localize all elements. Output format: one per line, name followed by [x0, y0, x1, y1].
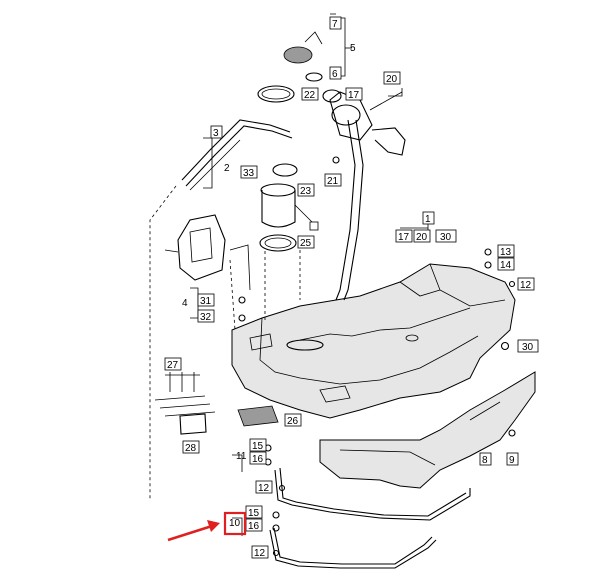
lock-ring [259, 234, 297, 252]
svg-text:12: 12 [520, 280, 532, 291]
svg-text:16: 16 [248, 521, 260, 532]
callout-label-12-mid: 12 [255, 480, 273, 494]
svg-text:22: 22 [304, 90, 316, 101]
callout-label-20-group: 20 [413, 229, 431, 243]
svg-text:16: 16 [252, 454, 264, 465]
svg-text:26: 26 [287, 416, 299, 427]
callout-label-4: 4 [182, 298, 188, 309]
svg-text:9: 9 [509, 455, 515, 466]
svg-text:14: 14 [500, 260, 512, 271]
filler-cap-assembly [283, 31, 342, 103]
svg-text:32: 32 [200, 312, 212, 323]
fuel-tank [231, 263, 516, 419]
callout-label-22: 22 [301, 87, 319, 101]
svg-text:7: 7 [332, 19, 338, 30]
callout-label-16-lower: 16 [245, 518, 263, 532]
svg-text:5: 5 [350, 43, 356, 54]
red-arrow-icon [167, 520, 220, 542]
callout-label-17-top: 17 [345, 87, 363, 101]
callout-label-14: 14 [497, 257, 515, 271]
callout-label-12-right: 12 [517, 277, 535, 291]
svg-text:30: 30 [440, 232, 452, 243]
svg-text:12: 12 [254, 548, 266, 559]
fuel-pump-unit [260, 163, 319, 231]
clip-part-28 [179, 413, 207, 435]
svg-text:17: 17 [348, 90, 360, 101]
fuel-lines [181, 119, 293, 191]
callout-label-3: 3 [210, 125, 223, 139]
svg-text:12: 12 [258, 483, 270, 494]
callout-label-6: 6 [329, 66, 342, 80]
callout-label-15-lower: 15 [245, 505, 263, 519]
callout-label-25: 25 [297, 235, 315, 249]
callout-label-12-bottom: 12 [251, 545, 269, 559]
svg-text:27: 27 [167, 360, 179, 371]
callout-label-30-right: 30 [517, 339, 539, 353]
control-module-bracket [164, 214, 251, 291]
callout-label-8: 8 [479, 452, 492, 466]
svg-text:21: 21 [327, 176, 339, 187]
callout-label-5: 5 [350, 43, 356, 54]
callout-label-31: 31 [197, 293, 215, 307]
svg-text:30: 30 [522, 342, 534, 353]
svg-text:20: 20 [386, 74, 398, 85]
callout-label-17-group: 17 [395, 229, 413, 243]
callout-label-2: 2 [224, 163, 230, 174]
callout-label-10-highlighted: 10 [229, 518, 241, 529]
callout-label-27: 27 [164, 357, 182, 371]
svg-text:31: 31 [200, 296, 212, 307]
callout-label-7: 7 [329, 16, 342, 30]
callout-label-9: 9 [506, 452, 519, 466]
svg-text:15: 15 [248, 508, 260, 519]
svg-text:2: 2 [224, 163, 230, 174]
callout-label-11: 11 [236, 451, 247, 462]
svg-text:20: 20 [416, 232, 428, 243]
svg-text:17: 17 [398, 232, 410, 243]
heat-shield [319, 371, 536, 489]
svg-text:3: 3 [213, 128, 219, 139]
svg-text:1: 1 [425, 214, 431, 225]
svg-text:25: 25 [300, 238, 312, 249]
filler-pipe [329, 91, 406, 301]
svg-text:28: 28 [185, 443, 197, 454]
svg-text:15: 15 [252, 441, 264, 452]
connector-part-26 [237, 405, 279, 427]
callout-label-20-top: 20 [383, 71, 401, 85]
callout-label-32: 32 [197, 309, 215, 323]
highlight-box [223, 511, 247, 536]
svg-text:4: 4 [182, 298, 188, 309]
callout-label-30-group: 30 [435, 229, 457, 243]
svg-text:23: 23 [300, 186, 312, 197]
callout-label-1: 1 [422, 211, 435, 225]
callout-label-33: 33 [240, 165, 258, 179]
callout-label-15-upper: 15 [249, 438, 267, 452]
sealing-ring [257, 85, 295, 103]
svg-text:13: 13 [500, 247, 512, 258]
svg-text:33: 33 [243, 168, 255, 179]
svg-text:6: 6 [332, 69, 338, 80]
tank-strap-upper [274, 467, 471, 521]
wiring-leads-27 [154, 395, 216, 417]
callout-label-23: 23 [297, 183, 315, 197]
dashed-leaders [149, 185, 301, 500]
callout-label-26: 26 [284, 413, 302, 427]
svg-text:10: 10 [229, 518, 241, 529]
callout-label-13: 13 [497, 244, 515, 258]
svg-text:11: 11 [236, 451, 247, 462]
callout-label-21: 21 [324, 173, 342, 187]
callout-label-28: 28 [182, 440, 200, 454]
callout-label-16-upper: 16 [249, 451, 267, 465]
svg-text:8: 8 [482, 455, 488, 466]
tank-strap-lower [269, 527, 437, 569]
